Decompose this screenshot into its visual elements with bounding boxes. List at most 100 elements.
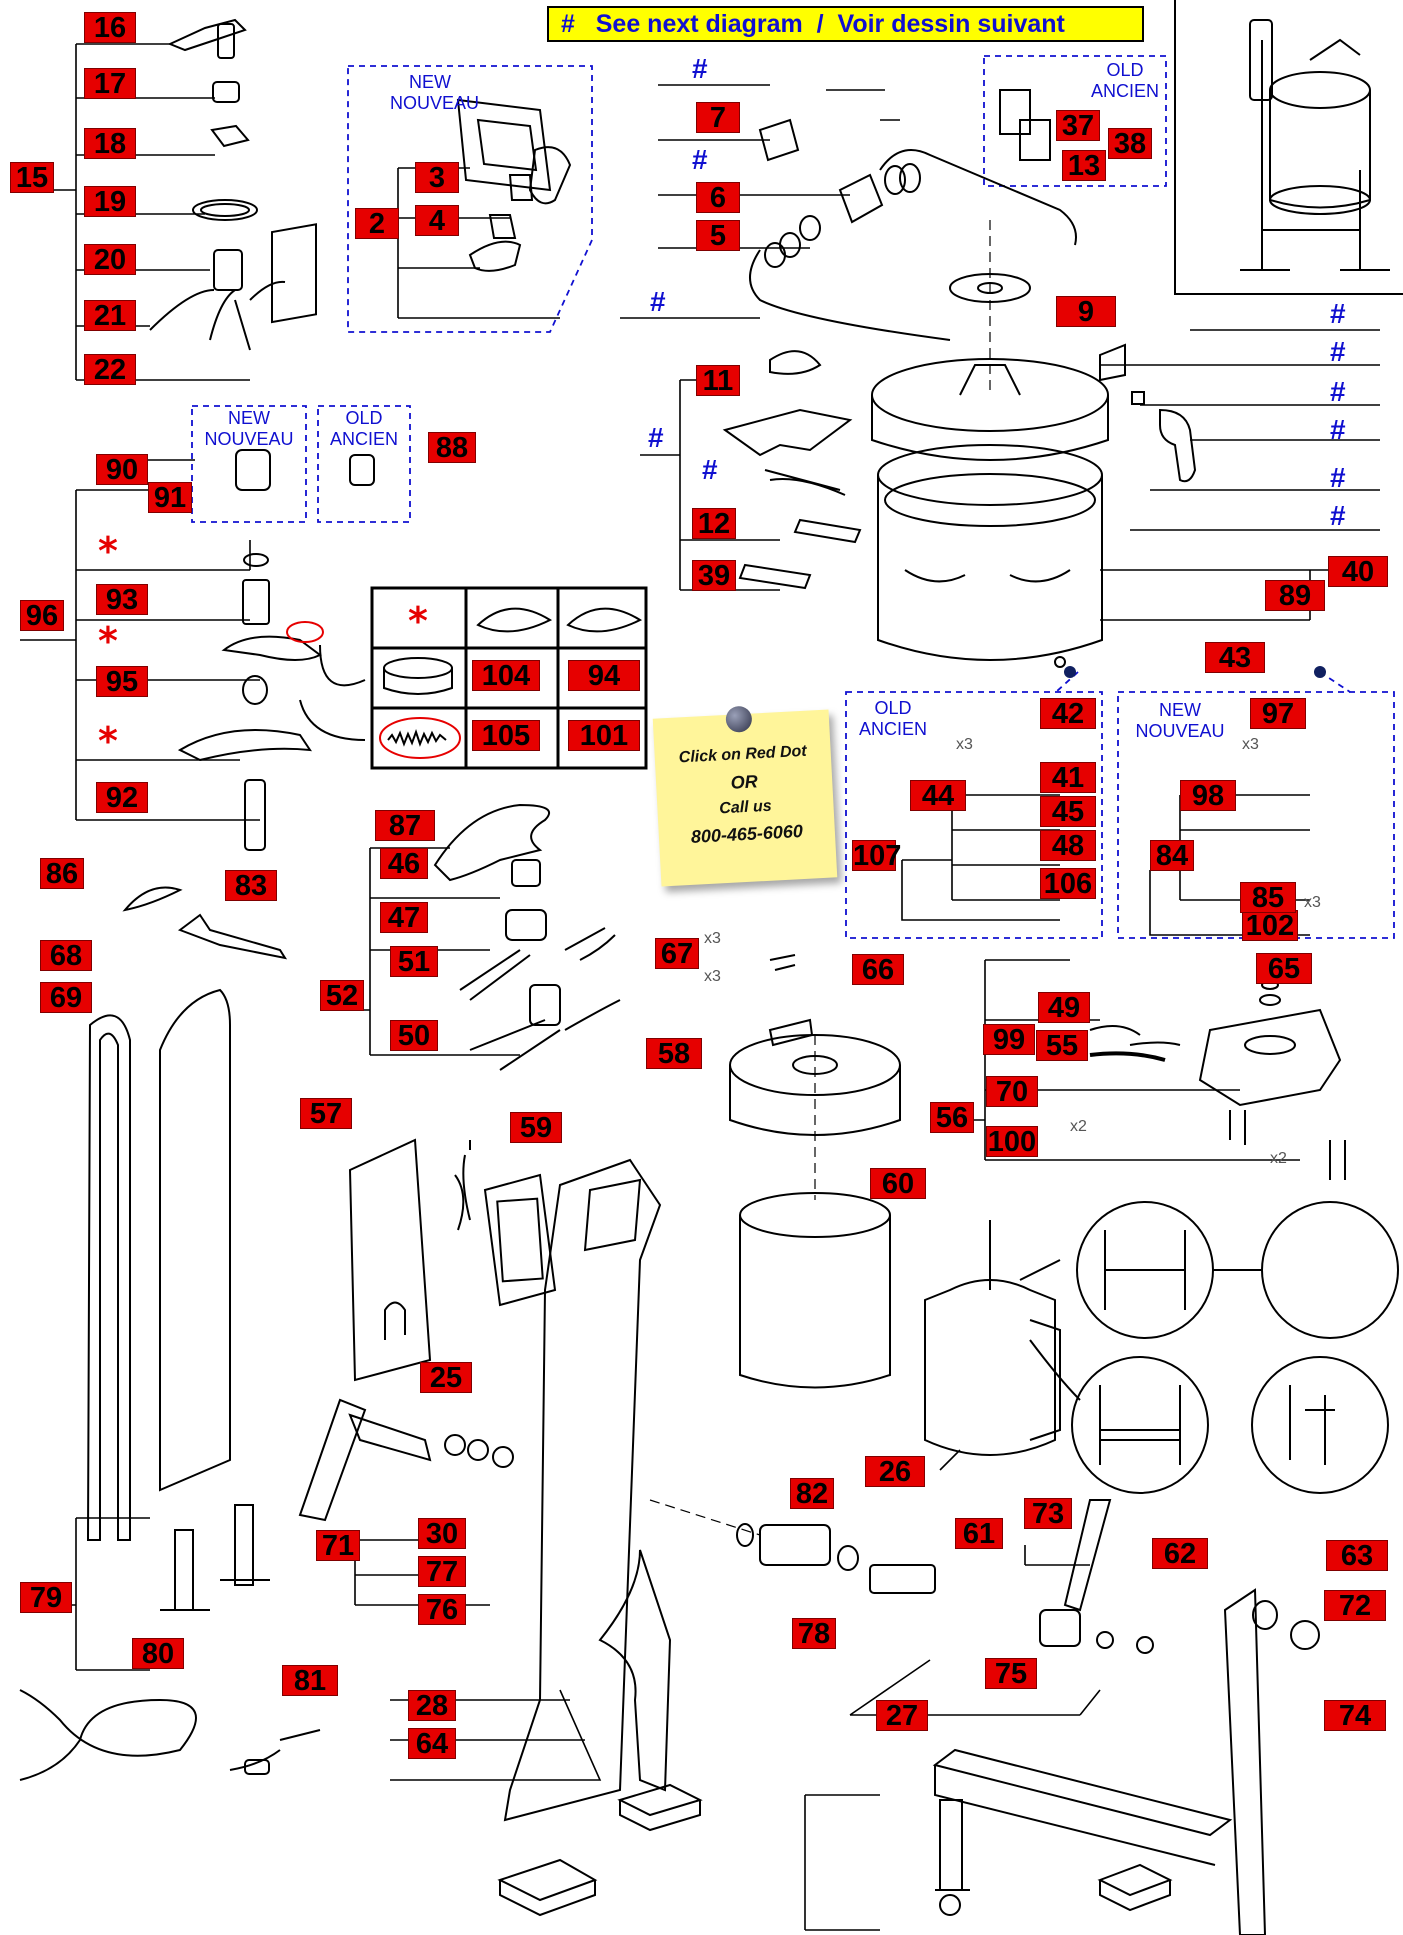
part-tag-18[interactable]: 18 — [84, 128, 136, 159]
part-tag-21[interactable]: 21 — [84, 300, 136, 331]
part-tag-60[interactable]: 60 — [870, 1168, 926, 1199]
part-tag-6[interactable]: 6 — [696, 182, 740, 213]
part-tag-45[interactable]: 45 — [1040, 796, 1096, 827]
part-tag-20[interactable]: 20 — [84, 244, 136, 275]
hash-label: # — [650, 288, 666, 316]
part-tag-86[interactable]: 86 — [40, 858, 84, 889]
part-tag-4[interactable]: 4 — [415, 205, 459, 236]
part-tag-69[interactable]: 69 — [40, 982, 92, 1013]
part-tag-102[interactable]: 102 — [1242, 910, 1298, 941]
asterisk-label: * — [98, 722, 118, 760]
part-tag-56[interactable]: 56 — [930, 1102, 974, 1133]
part-tag-91[interactable]: 91 — [148, 482, 192, 513]
part-tag-68[interactable]: 68 — [40, 940, 92, 971]
x3-label: x3 — [704, 930, 721, 948]
part-tag-12[interactable]: 12 — [692, 508, 736, 539]
part-tag-19[interactable]: 19 — [84, 186, 136, 217]
part-tag-73[interactable]: 73 — [1024, 1498, 1072, 1529]
part-tag-79[interactable]: 79 — [20, 1582, 72, 1613]
part-tag-46[interactable]: 46 — [380, 848, 428, 879]
part-tag-101[interactable]: 101 — [568, 720, 640, 751]
part-tag-51[interactable]: 51 — [390, 946, 438, 977]
part-tag-94[interactable]: 94 — [568, 660, 640, 691]
part-tag-107[interactable]: 107 — [852, 840, 902, 872]
part-tag-50[interactable]: 50 — [390, 1020, 438, 1051]
part-tag-52[interactable]: 52 — [320, 980, 364, 1011]
part-tag-96[interactable]: 96 — [20, 600, 64, 631]
part-tag-71[interactable]: 71 — [316, 1530, 360, 1561]
part-tag-11[interactable]: 11 — [696, 365, 740, 396]
part-tag-38[interactable]: 38 — [1108, 128, 1152, 159]
part-tag-39[interactable]: 39 — [692, 560, 736, 591]
part-tag-67[interactable]: 67 — [655, 938, 699, 969]
part-tag-30[interactable]: 30 — [418, 1518, 466, 1549]
part-tag-104[interactable]: 104 — [472, 660, 540, 691]
part-tag-64[interactable]: 64 — [408, 1728, 456, 1759]
part-tag-37[interactable]: 37 — [1056, 110, 1100, 141]
part-tag-105[interactable]: 105 — [472, 720, 540, 751]
part-tag-25[interactable]: 25 — [420, 1362, 472, 1393]
part-tag-97[interactable]: 97 — [1250, 698, 1306, 729]
part-tag-70[interactable]: 70 — [986, 1076, 1038, 1107]
part-tag-40[interactable]: 40 — [1328, 556, 1388, 587]
part-tag-2[interactable]: 2 — [355, 208, 399, 239]
part-tag-76[interactable]: 76 — [418, 1594, 466, 1625]
part-tag-95[interactable]: 95 — [96, 666, 148, 697]
part-tag-48[interactable]: 48 — [1040, 830, 1096, 861]
part-tag-44[interactable]: 44 — [910, 780, 966, 811]
part-tag-42[interactable]: 42 — [1040, 698, 1096, 729]
part-tag-74[interactable]: 74 — [1324, 1700, 1386, 1731]
new-label-90-text: NEW — [228, 408, 270, 428]
part-tag-22[interactable]: 22 — [84, 354, 136, 385]
part-tag-26[interactable]: 26 — [865, 1456, 925, 1487]
part-tag-28[interactable]: 28 — [408, 1690, 456, 1721]
part-tag-88[interactable]: 88 — [428, 432, 476, 463]
x3-label-text: x3 — [704, 930, 721, 947]
part-tag-92[interactable]: 92 — [96, 782, 148, 813]
x3-label: x3 — [956, 736, 973, 754]
part-tag-87[interactable]: 87 — [375, 810, 435, 841]
part-tag-7[interactable]: 7 — [696, 102, 740, 133]
part-tag-27[interactable]: 27 — [876, 1700, 928, 1731]
part-tag-43[interactable]: 43 — [1205, 642, 1265, 673]
part-tag-55[interactable]: 55 — [1036, 1030, 1088, 1061]
part-tag-100[interactable]: 100 — [986, 1126, 1038, 1158]
part-tag-80[interactable]: 80 — [132, 1638, 184, 1669]
x3-label-text: x3 — [1242, 736, 1259, 753]
part-tag-77[interactable]: 77 — [418, 1556, 466, 1587]
part-tag-47[interactable]: 47 — [380, 902, 428, 933]
part-tag-72[interactable]: 72 — [1324, 1590, 1386, 1621]
part-tag-75[interactable]: 75 — [985, 1658, 1037, 1689]
contact-sticky-note[interactable]: Click on Red Dot OR Call us 800-465-6060 — [652, 705, 838, 887]
part-tag-78[interactable]: 78 — [792, 1618, 836, 1649]
part-tag-89[interactable]: 89 — [1265, 580, 1325, 611]
part-tag-65[interactable]: 65 — [1256, 953, 1312, 984]
part-tag-15[interactable]: 15 — [10, 162, 54, 193]
part-tag-49[interactable]: 49 — [1038, 992, 1090, 1023]
part-tag-83[interactable]: 83 — [225, 870, 277, 901]
part-tag-90[interactable]: 90 — [96, 454, 148, 485]
part-tag-16[interactable]: 16 — [84, 12, 136, 43]
part-tag-62[interactable]: 62 — [1152, 1538, 1208, 1569]
part-tag-63[interactable]: 63 — [1326, 1540, 1388, 1571]
part-tag-93[interactable]: 93 — [96, 584, 148, 615]
part-tag-66[interactable]: 66 — [852, 954, 904, 985]
part-tag-84[interactable]: 84 — [1150, 840, 1194, 871]
part-tag-59[interactable]: 59 — [510, 1112, 562, 1143]
part-tag-106[interactable]: 106 — [1040, 868, 1096, 899]
part-tag-98[interactable]: 98 — [1180, 780, 1236, 811]
part-tag-85[interactable]: 85 — [1240, 882, 1296, 913]
part-tag-17[interactable]: 17 — [84, 68, 136, 99]
part-tag-57[interactable]: 57 — [300, 1098, 352, 1129]
part-tag-61[interactable]: 61 — [955, 1518, 1003, 1549]
part-tag-81[interactable]: 81 — [282, 1665, 338, 1696]
part-tag-58[interactable]: 58 — [646, 1038, 702, 1069]
part-tag-41[interactable]: 41 — [1040, 762, 1096, 793]
part-tag-3[interactable]: 3 — [415, 162, 459, 193]
part-tag-82[interactable]: 82 — [790, 1478, 834, 1509]
part-tag-9[interactable]: 9 — [1056, 296, 1116, 327]
part-tag-99[interactable]: 99 — [983, 1024, 1035, 1055]
part-tag-5[interactable]: 5 — [696, 220, 740, 251]
part-tag-13[interactable]: 13 — [1062, 150, 1106, 181]
